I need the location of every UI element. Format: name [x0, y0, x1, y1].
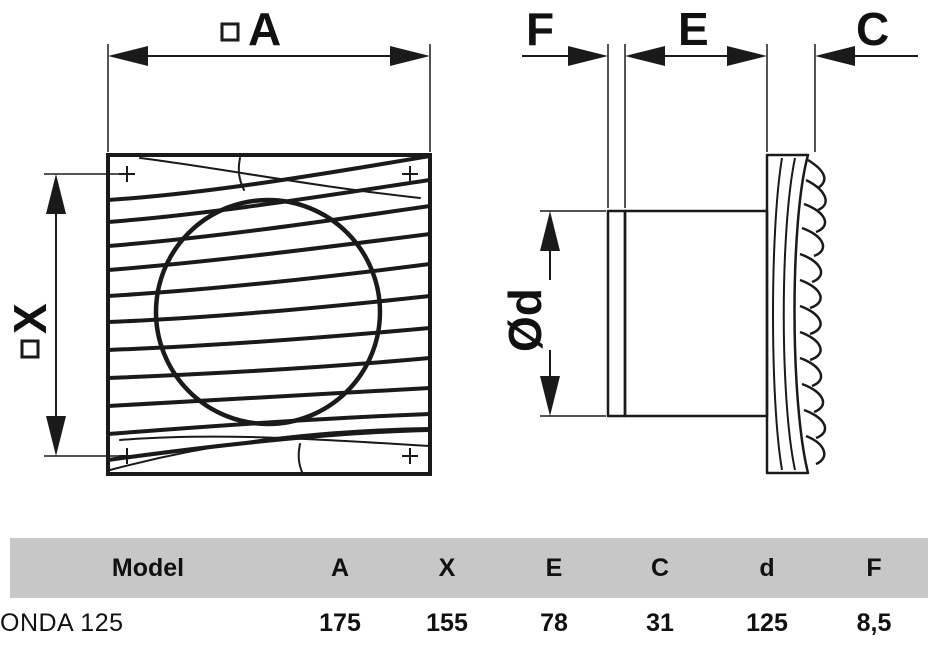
side-duct-body [623, 209, 769, 418]
dimension-label-c: C [856, 3, 889, 55]
header-f: F [866, 554, 882, 582]
front-thin-curves [109, 157, 430, 473]
cell-c: 31 [646, 609, 674, 637]
dimension-label-a: A [248, 3, 281, 55]
cell-e: 78 [540, 609, 568, 637]
dimension-e: E [625, 3, 768, 152]
dimension-label-x: X [4, 303, 56, 334]
side-flange-ring [606, 209, 627, 418]
dimension-f: F [522, 3, 626, 208]
dimension-c: C [814, 3, 918, 152]
side-view [606, 153, 827, 475]
header-model: Model [111, 554, 185, 582]
front-plate-outline [106, 153, 432, 476]
fan-dimension-drawing: A X [4, 3, 918, 476]
side-front-panel [765, 153, 810, 475]
square-symbol-x [20, 339, 40, 359]
header-x: X [438, 554, 456, 582]
front-grille-slats [108, 155, 430, 462]
dimension-label-f: F [526, 3, 554, 55]
side-grille-fins [799, 158, 827, 466]
dimension-label-d: Ød [499, 288, 551, 352]
side-panel-inner-curve [772, 157, 783, 471]
dimension-x: X [4, 173, 127, 457]
cell-f: 8,5 [856, 609, 892, 637]
front-view [106, 153, 432, 476]
header-c: C [650, 554, 670, 582]
cell-d: 125 [746, 609, 788, 637]
dimension-label-e: E [678, 3, 709, 55]
spec-table: Model A X E C d F ONDA 125 175 155 78 31… [0, 538, 928, 644]
header-d: d [759, 554, 775, 582]
cell-model: ONDA 125 [0, 609, 124, 637]
cell-x: 155 [426, 609, 468, 637]
front-central-disc [153, 197, 383, 427]
header-e: E [545, 554, 563, 582]
header-a: A [330, 554, 350, 582]
dimension-a: A [107, 3, 431, 152]
square-symbol-a [220, 22, 240, 42]
cell-a: 175 [319, 609, 361, 637]
dimension-d: Ød [499, 210, 606, 417]
spec-table-header-band [10, 538, 928, 598]
mounting-hole-marks [119, 166, 418, 464]
